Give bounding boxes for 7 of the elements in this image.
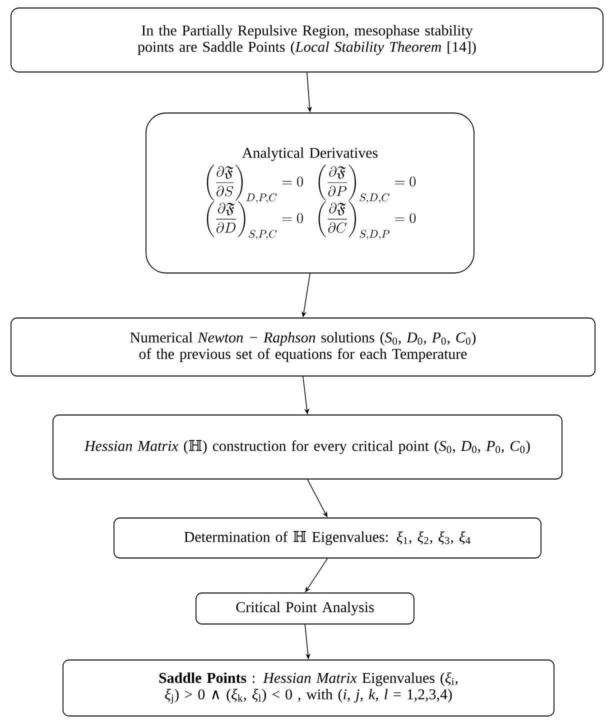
process-box: Saddle Points : Hessian Matrix Eigenvalues (ξ$_{i}$, ξ$_{j}$) > 0 ∧ (ξ$_{k}$, ξ$_{l}$) < 0 , with (i, j, k, l = 1,2,3,4) [62, 660, 554, 716]
process-box: Critical Point Analysis [196, 592, 414, 624]
process-box: In the Partially Repulsive Region, mesophase stability points are Saddle Points (Local Stability Theorem [14]) [10, 8, 604, 72]
process-box: Numerical Newton − Raphson solutions (S$_{0}$, D$_{0}$, P$_{0}$, C$_{0}$) of the previous set of equations for each Temperature [10, 318, 596, 376]
process-box: Hessian Matrix (ℍ) construction for every critical point (S$_{0}$, D$_{0}$, P$_{0}$, C$_{0}$) [52, 414, 562, 480]
process-box: Analytical Derivatives $\left(\frac{\partial\mathfrak{F}}{\partial S}\right)_{D,P,C} = 0$ $\left(\frac{\partial\mathfrak{F}}{\partial P}\right)_{S,D,C} = 0$ $\left(\frac{\partial\mathfrak{F}}{\partial D}\right)_{S,P,C} = 0$ $\left(\frac{\partial\mathfrak{F}}{\partial C}\right)_{S,D,P} = 0$ [146, 112, 474, 274]
process-box: Determination of ℍ Eigenvalues: ξ$_{1}$, ξ$_{2}$, ξ$_{3}$, ξ$_{4}$ [114, 518, 542, 558]
